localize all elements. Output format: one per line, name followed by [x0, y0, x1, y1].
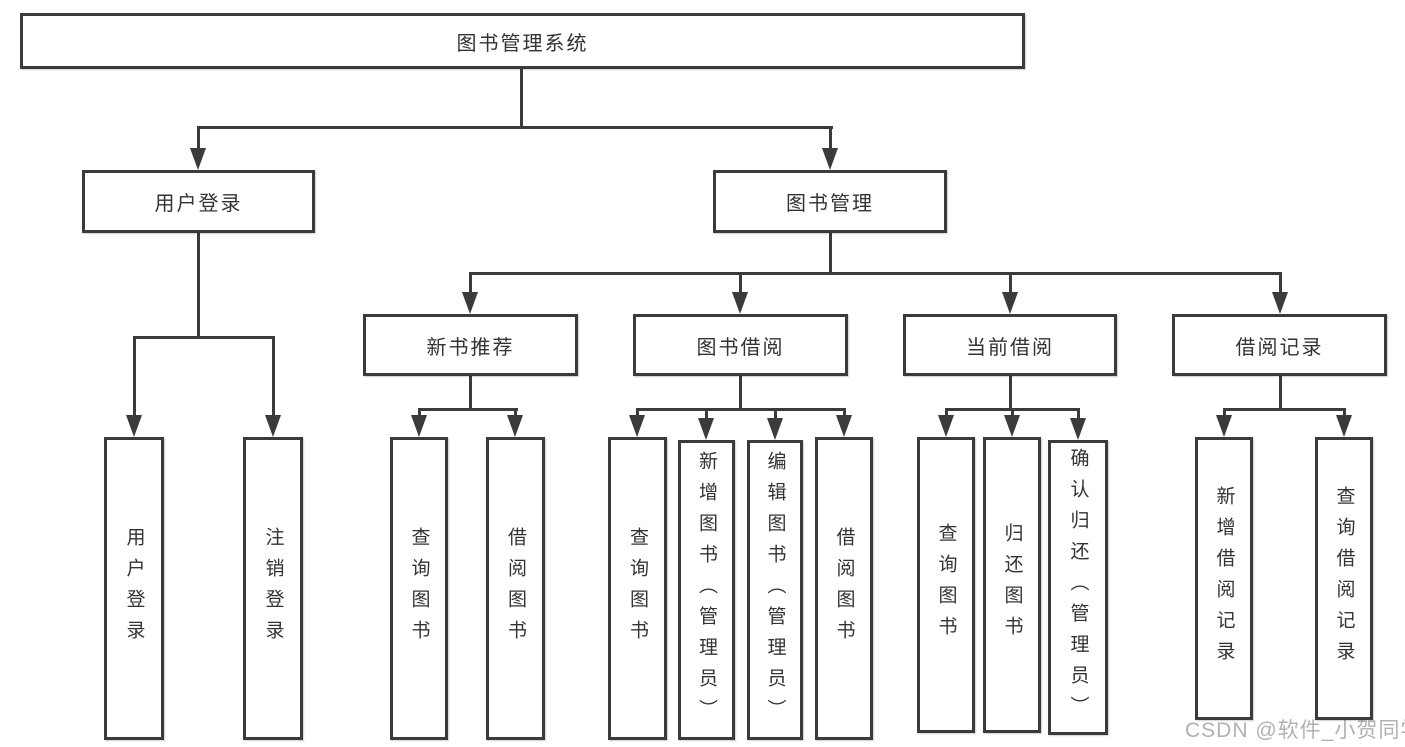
- node-system: 图书管理系统: [20, 13, 1025, 69]
- connector-line: [1009, 376, 1012, 411]
- arrow-down-icon: [126, 415, 142, 437]
- connector-line: [197, 126, 200, 154]
- node-rec-query-books: 查询图书: [390, 437, 448, 740]
- node-label: 确认归还（管理员）: [1067, 448, 1089, 727]
- connector-line: [705, 408, 708, 422]
- node-user-logout: 注销登录: [243, 437, 303, 740]
- connector-line: [469, 272, 472, 297]
- node-label: 用户登录: [154, 193, 243, 215]
- arrow-down-icon: [1004, 415, 1020, 437]
- arrow-down-icon: [732, 292, 748, 314]
- node-label: 归还图书: [1001, 523, 1023, 647]
- node-label: 借阅记录: [1235, 336, 1324, 359]
- node-bb-edit-books-admin: 编辑图书（管理员）: [747, 440, 803, 740]
- connector-line: [272, 336, 275, 421]
- node-cb-confirm-return-admin: 确认归还（管理员）: [1048, 440, 1108, 735]
- arrow-down-icon: [411, 415, 427, 437]
- arrow-down-icon: [836, 415, 852, 437]
- node-label: 新增图书（管理员）: [696, 450, 717, 730]
- node-label: 查询图书: [408, 526, 430, 651]
- node-label: 借阅图书: [505, 526, 526, 651]
- node-cb-return-books: 归还图书: [983, 437, 1041, 733]
- node-bb-add-books-admin: 新增图书（管理员）: [678, 440, 735, 740]
- connector-line: [1223, 408, 1346, 411]
- arrow-down-icon: [190, 148, 206, 170]
- node-label: 新书推荐: [426, 336, 515, 359]
- node-book-borrow: 图书借阅: [633, 314, 848, 376]
- arrow-down-icon: [629, 415, 645, 437]
- arrow-down-icon: [1336, 415, 1352, 437]
- connector-line: [520, 69, 523, 128]
- node-cb-query-books: 查询图书: [917, 437, 975, 733]
- node-borrow-records: 借阅记录: [1172, 314, 1387, 376]
- connector-line: [469, 272, 1282, 275]
- arrow-down-icon: [265, 415, 281, 437]
- connector-line: [469, 376, 472, 411]
- connector-line: [418, 408, 518, 411]
- connector-line: [197, 232, 200, 339]
- node-label: 注销登录: [262, 526, 284, 651]
- arrow-down-icon: [767, 418, 783, 440]
- arrow-down-icon: [462, 292, 478, 314]
- node-user-login: 用户登录: [104, 437, 164, 740]
- connector-line: [1279, 376, 1282, 411]
- connector-line: [829, 126, 832, 154]
- node-label: 图书借阅: [696, 336, 785, 359]
- node-user-login-module: 用户登录: [82, 170, 315, 233]
- node-new-book-recommend: 新书推荐: [363, 314, 578, 376]
- connector-line: [636, 408, 846, 411]
- node-label: 用户登录: [123, 526, 145, 651]
- connector-line: [197, 126, 833, 129]
- node-label: 查询借阅记录: [1333, 485, 1355, 672]
- node-label: 新增借阅记录: [1213, 485, 1235, 672]
- arrow-down-icon: [1216, 415, 1232, 437]
- node-label: 图书管理系统: [456, 32, 589, 55]
- node-label: 查询图书: [627, 526, 648, 651]
- node-bb-query-books: 查询图书: [608, 437, 667, 740]
- connector-line: [133, 336, 275, 339]
- arrow-down-icon: [822, 148, 838, 170]
- connector-line: [133, 336, 136, 421]
- connector-line: [739, 272, 742, 297]
- connector-line: [1009, 272, 1012, 297]
- connector-line: [774, 408, 777, 422]
- node-label: 编辑图书（管理员）: [764, 450, 786, 730]
- arrow-down-icon: [698, 418, 714, 440]
- connector-line: [739, 376, 742, 411]
- node-label: 查询图书: [935, 523, 957, 647]
- node-bb-borrow-books: 借阅图书: [815, 437, 873, 740]
- arrow-down-icon: [1272, 292, 1288, 314]
- node-book-mgmt-module: 图书管理: [713, 170, 947, 233]
- arrow-down-icon: [507, 415, 523, 437]
- arrow-down-icon: [1070, 418, 1086, 440]
- connector-line: [829, 232, 832, 275]
- connector-line: [1077, 408, 1080, 422]
- csdn-watermark: CSDN @软件_小贺同学: [1185, 719, 1405, 742]
- connector-line: [1279, 272, 1282, 297]
- node-label: 图书管理: [786, 193, 874, 215]
- arrow-down-icon: [1002, 292, 1018, 314]
- node-label: 借阅图书: [833, 526, 855, 651]
- node-label: 当前借阅: [966, 336, 1054, 359]
- node-rec-borrow-books: 借阅图书: [486, 437, 545, 740]
- node-br-query-record: 查询借阅记录: [1315, 437, 1373, 720]
- node-br-add-record: 新增借阅记录: [1195, 437, 1253, 720]
- node-current-borrow: 当前借阅: [903, 314, 1117, 376]
- arrow-down-icon: [938, 415, 954, 437]
